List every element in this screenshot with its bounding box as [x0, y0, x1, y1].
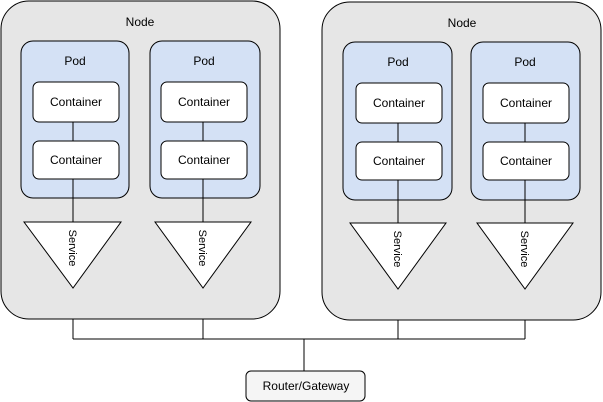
service-2-1[interactable]: Service	[349, 222, 447, 290]
container-label: Container	[178, 153, 230, 167]
container-box	[482, 141, 570, 181]
pod-label: Pod	[193, 54, 214, 68]
service-triangle	[349, 222, 447, 290]
container-label: Container	[178, 95, 230, 109]
node-2[interactable]: Node Pod Container Container Service Pod	[321, 1, 602, 321]
service-triangle	[476, 222, 574, 290]
container-2-2-2[interactable]: Container	[482, 141, 570, 181]
container-box	[32, 140, 120, 180]
container-2-2-1[interactable]: Container	[482, 82, 570, 124]
service-label: Service	[66, 230, 78, 267]
container-label: Container	[50, 153, 102, 167]
service-1-2[interactable]: Service	[154, 221, 252, 289]
pod-1-1[interactable]: Pod Container Container	[20, 40, 130, 222]
service-2-2[interactable]: Service	[476, 222, 574, 290]
container-label: Container	[373, 96, 425, 110]
service-1-1[interactable]: Service	[23, 221, 122, 289]
node-label: Node	[448, 16, 477, 30]
service-label: Service	[196, 230, 208, 267]
pod-label: Pod	[64, 54, 85, 68]
container-1-2-1[interactable]: Container	[160, 81, 248, 123]
container-box	[160, 81, 248, 123]
node-1[interactable]: Node Pod Container Container Service Pod	[0, 0, 281, 320]
service-label: Service	[391, 231, 403, 268]
pod-1-2[interactable]: Pod Container Container	[149, 40, 261, 222]
container-box	[482, 82, 570, 124]
container-label: Container	[500, 154, 552, 168]
router-label: Router/Gateway	[263, 379, 350, 393]
container-box	[32, 81, 120, 123]
container-label: Container	[373, 154, 425, 168]
service-label: Service	[518, 231, 530, 268]
pod-label: Pod	[387, 55, 408, 69]
container-box	[355, 141, 443, 181]
pod-label: Pod	[514, 55, 535, 69]
container-2-1-2[interactable]: Container	[355, 141, 443, 181]
router-box	[245, 370, 366, 402]
router-gateway[interactable]: Router/Gateway	[245, 370, 366, 402]
pod-2-1[interactable]: Pod Container Container	[342, 41, 453, 223]
node-label: Node	[126, 15, 155, 29]
container-1-1-1[interactable]: Container	[32, 81, 120, 123]
container-label: Container	[50, 95, 102, 109]
container-1-2-2[interactable]: Container	[160, 140, 248, 180]
container-box	[160, 140, 248, 180]
container-box	[355, 82, 443, 124]
container-1-1-2[interactable]: Container	[32, 140, 120, 180]
container-label: Container	[500, 96, 552, 110]
service-triangle	[23, 221, 122, 289]
service-triangle	[154, 221, 252, 289]
container-2-1-1[interactable]: Container	[355, 82, 443, 124]
pod-2-2[interactable]: Pod Container Container	[470, 41, 581, 223]
